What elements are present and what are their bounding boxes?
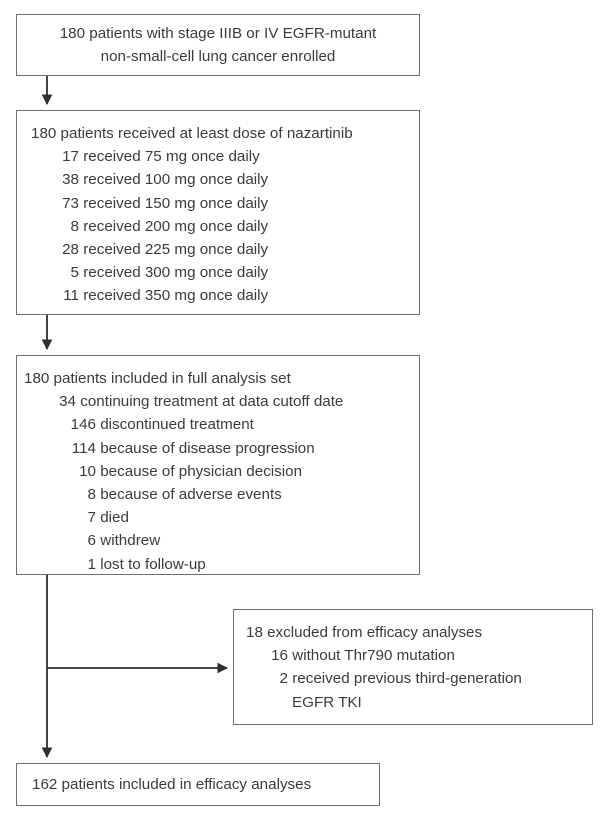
node-full-analysis-set-item: 34 continuing treatment at data cutoff d… — [24, 390, 414, 413]
node-dosed-item-count: 5 — [70, 264, 79, 282]
node-full-analysis-set-item-text: continuing treatment at data cutoff date — [80, 393, 344, 411]
node-excluded-item: 16 without Thr790 mutation — [246, 644, 586, 667]
node-excluded — [233, 609, 593, 725]
node-enrolled — [16, 14, 420, 76]
node-excluded-continuation-text: EGFR TKI — [292, 693, 362, 711]
node-dosed-item: 17 received 75 mg once daily — [31, 145, 411, 168]
node-full-analysis-set-item-count: 1 — [87, 555, 96, 573]
node-dosed-item-text: received 75 mg once daily — [83, 148, 260, 166]
node-full-analysis-set-item: 146 discontinued treatment — [24, 413, 414, 436]
node-efficacy-label: 162 patients included in efficacy analys… — [32, 775, 312, 793]
node-full-analysis-set-item-text: withdrew — [100, 532, 161, 550]
node-full-analysis-set-item-count: 114 — [71, 439, 96, 457]
node-dosed-item-text: received 350 mg once daily — [83, 287, 269, 305]
node-dosed-item-text: received 100 mg once daily — [83, 171, 269, 189]
node-excluded-header: 18 excluded from efficacy analyses — [246, 624, 483, 641]
node-full-analysis-set — [16, 355, 420, 575]
node-excluded-item-text: received previous third-generation — [292, 670, 522, 688]
node-full-analysis-set-item: 10 because of physician decision — [24, 460, 414, 483]
node-full-analysis-set-text: 180 patients included in full analysis s… — [24, 367, 414, 576]
node-full-analysis-set-item-count: 10 — [79, 462, 96, 480]
node-full-analysis-set-item-text: because of adverse events — [100, 486, 282, 504]
node-dosed-item-count: 73 — [62, 194, 79, 212]
node-dosed-item-text: received 150 mg once daily — [83, 194, 269, 212]
node-excluded-text: 18 excluded from efficacy analyses 16 wi… — [246, 621, 586, 714]
node-excluded-item-count: 2 — [279, 670, 288, 688]
node-full-analysis-set-item-text: because of physician decision — [100, 462, 303, 480]
node-dosed-item: 5 received 300 mg once daily — [31, 261, 411, 284]
node-dosed-item: 38 received 100 mg once daily — [31, 168, 411, 191]
node-enrolled-line-2: non-small-cell lung cancer enrolled — [100, 48, 336, 65]
node-dosed-text: 180 patients received at least dose of n… — [31, 122, 411, 308]
node-full-analysis-set-item: 8 because of adverse events — [24, 483, 414, 506]
node-dosed-item-text: received 225 mg once daily — [83, 241, 269, 259]
node-full-analysis-set-item-text: because of disease progression — [100, 439, 315, 457]
node-dosed-item-count: 38 — [62, 171, 79, 189]
node-dosed-item-count: 11 — [63, 287, 79, 305]
node-dosed-item-count: 28 — [62, 241, 79, 259]
node-efficacy-text: 162 patients included in efficacy analys… — [16, 763, 380, 806]
node-full-analysis-set-item-count: 8 — [87, 486, 96, 504]
node-dosed-item: 73 received 150 mg once daily — [31, 192, 411, 215]
node-full-analysis-set-item: 1 lost to follow-up — [24, 553, 414, 576]
node-full-analysis-set-item-count: 6 — [87, 532, 96, 550]
node-full-analysis-set-item-text: died — [100, 509, 129, 527]
node-full-analysis-set-header: 180 patients included in full analysis s… — [24, 370, 291, 387]
node-dosed-item-text: received 200 mg once daily — [83, 217, 269, 235]
node-full-analysis-set-item: 6 withdrew — [24, 529, 414, 552]
node-full-analysis-set-item: 114 because of disease progression — [24, 437, 414, 460]
node-dosed-item-count: 17 — [62, 148, 79, 166]
node-dosed-item: 11 received 350 mg once daily — [31, 284, 411, 307]
node-dosed-header: 180 patients received at least dose of n… — [31, 125, 353, 142]
node-dosed — [16, 110, 420, 315]
node-excluded-item: 2 received previous third-generation — [246, 667, 586, 690]
node-dosed-item: 28 received 225 mg once daily — [31, 238, 411, 261]
node-full-analysis-set-item-text: discontinued treatment — [100, 416, 254, 434]
node-full-analysis-set-item: 7 died — [24, 506, 414, 529]
node-enrolled-text: 180 patients with stage IIIB or IV EGFR-… — [16, 14, 420, 76]
node-dosed-item: 8 received 200 mg once daily — [31, 215, 411, 238]
node-dosed-item-text: received 300 mg once daily — [83, 264, 269, 282]
node-dosed-item-count: 8 — [70, 217, 79, 235]
node-enrolled-line-1: 180 patients with stage IIIB or IV EGFR-… — [59, 24, 377, 42]
node-full-analysis-set-item-text: lost to follow-up — [100, 555, 206, 573]
node-full-analysis-set-item-count: 7 — [87, 509, 96, 527]
node-excluded-item-text: without Thr790 mutation — [292, 647, 455, 665]
node-full-analysis-set-item-count: 146 — [70, 416, 96, 434]
node-full-analysis-set-item-count: 34 — [59, 393, 76, 411]
node-efficacy — [16, 763, 380, 806]
node-excluded-continuation: EGFR TKI — [246, 691, 586, 714]
node-excluded-item-count: 16 — [271, 647, 288, 665]
